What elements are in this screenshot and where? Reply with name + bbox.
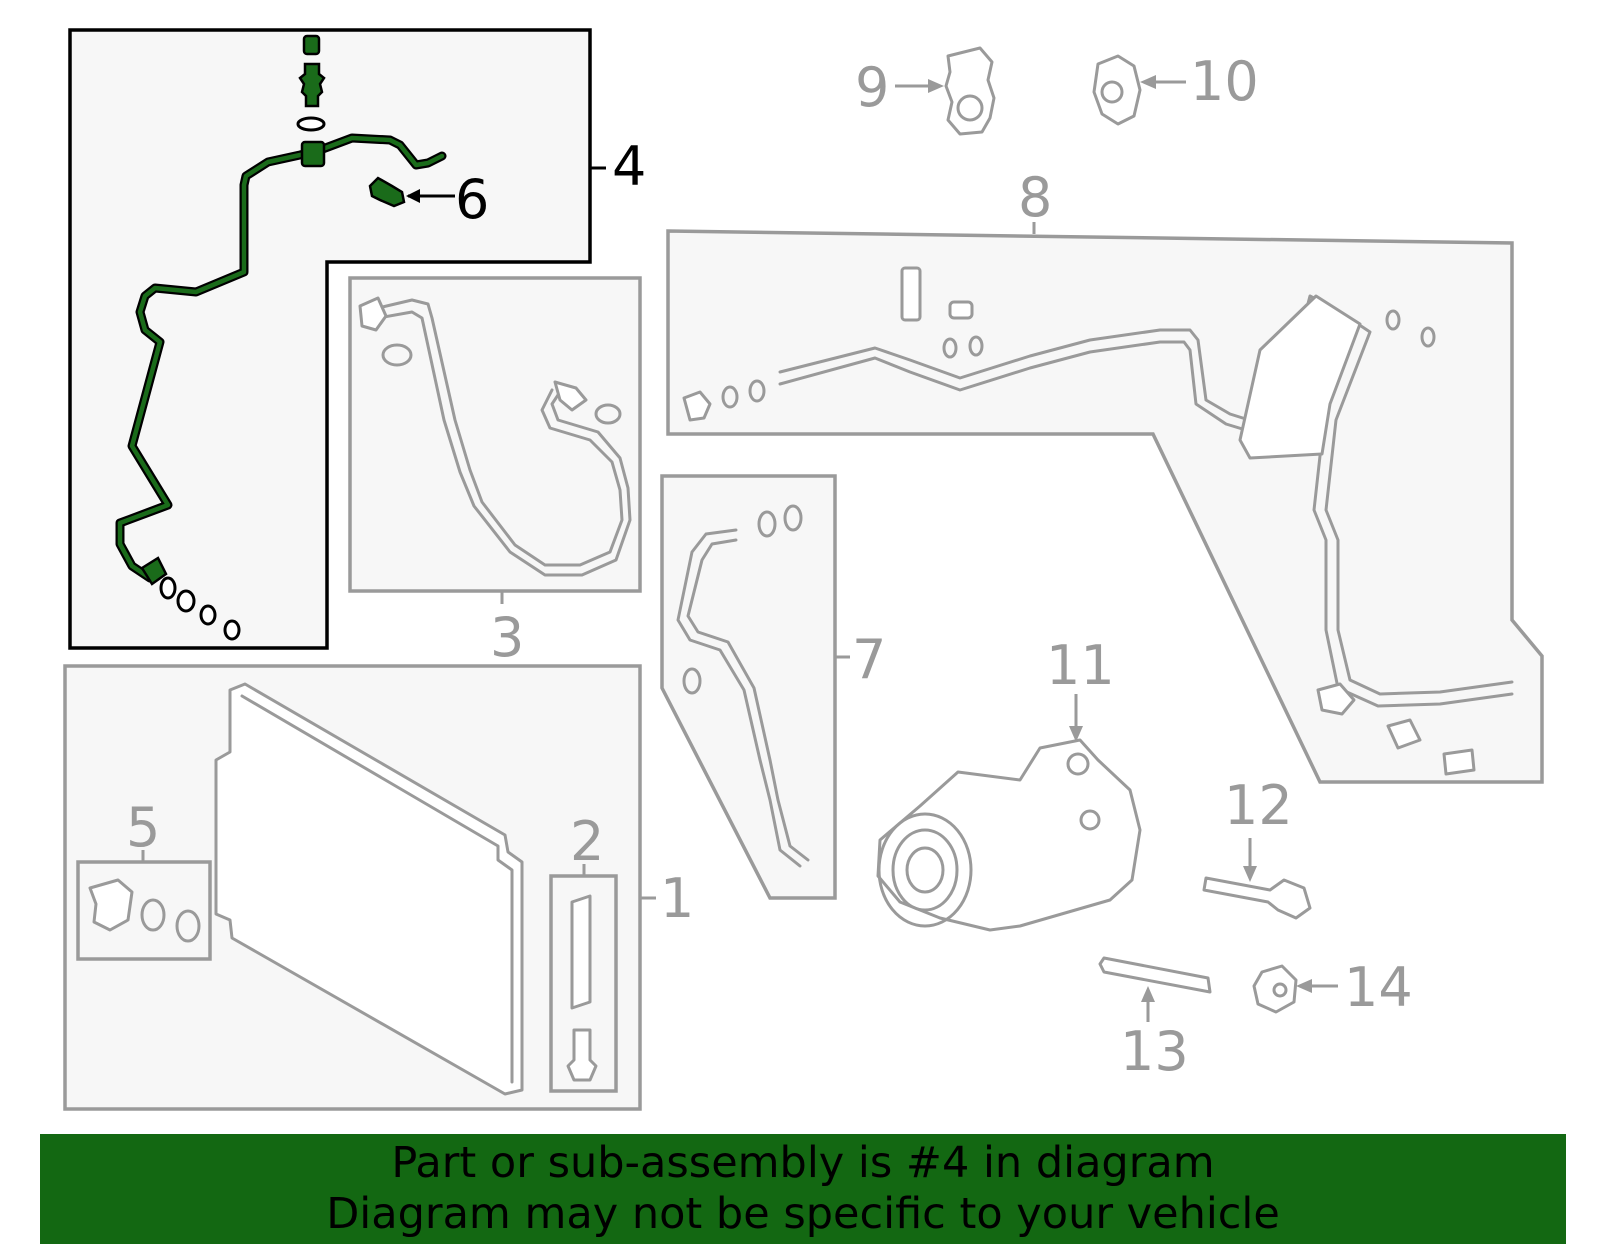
clip-8c [1386, 718, 1422, 750]
condenser-1-edge [240, 694, 514, 1084]
hose-7 [676, 528, 802, 868]
clip-8b [1316, 682, 1356, 716]
o-ring-8f [1420, 326, 1436, 348]
evaporator-bracket-8 [1238, 294, 1362, 460]
part-group-9[interactable]: 9 [855, 46, 996, 136]
o-ring-3b [594, 403, 622, 425]
callout-13: 13 [1120, 1020, 1189, 1083]
o-ring-8a [721, 385, 739, 409]
o-ring-top [296, 116, 326, 132]
o-ring-8b [748, 379, 766, 403]
o-ring-7a [757, 510, 777, 538]
service-valve [298, 62, 326, 108]
compressor-port-a [1066, 752, 1090, 776]
part-group-8[interactable]: 8 [666, 166, 1544, 784]
arrow-10 [1140, 75, 1156, 89]
compressor-pulley-inner [905, 846, 945, 894]
banner-line-1: Part or sub-assembly is #4 in diagram [391, 1138, 1215, 1188]
hose-3-fitting-a [358, 296, 388, 332]
o-ring-8c [942, 337, 958, 359]
arrow-9 [928, 79, 944, 93]
banner-line-2: Diagram may not be specific to your vehi… [326, 1189, 1280, 1239]
callout-5: 5 [126, 796, 160, 859]
callout-11: 11 [1046, 634, 1115, 697]
part-box-3 [348, 276, 642, 593]
part-group-7[interactable]: 7 [660, 474, 886, 900]
callout-3: 3 [490, 606, 524, 669]
service-valve-cap [302, 34, 321, 56]
o-ring-7b [783, 504, 803, 532]
callout-7: 7 [852, 628, 886, 691]
part-box-4 [68, 28, 592, 650]
callout-4: 4 [612, 135, 646, 198]
part-group-2[interactable]: 2 [549, 810, 618, 1093]
callout-8: 8 [1018, 166, 1052, 229]
part-group-11[interactable]: 11 [876, 634, 1142, 932]
arrow-6 [406, 189, 420, 203]
callout-9: 9 [855, 56, 889, 119]
condenser-1 [214, 682, 524, 1096]
hose-7-inner [686, 538, 810, 862]
callout-2: 2 [570, 810, 604, 873]
hose-4-block [300, 140, 326, 168]
hose-4-end-fitting [140, 556, 168, 586]
callout-1: 1 [660, 867, 694, 930]
valve-9-detail [956, 94, 984, 122]
o-ring-7c [682, 667, 702, 695]
clip-8a [682, 390, 712, 422]
cap-8 [948, 300, 974, 320]
compressor-port-b [1079, 809, 1101, 831]
callout-14: 14 [1344, 956, 1413, 1019]
nut-14-hole [1272, 982, 1288, 998]
o-ring-5a [140, 898, 166, 932]
hose-3 [376, 298, 624, 567]
part-group-12[interactable]: 12 [1202, 774, 1312, 920]
valve-10-detail [1100, 80, 1124, 104]
pressure-sensor-6 [368, 176, 406, 208]
compressor-pulley-mid [891, 828, 959, 912]
drier-plug-2 [566, 1028, 598, 1082]
arrow-12 [1243, 866, 1257, 882]
o-ring-8d [968, 335, 984, 357]
hose-4 [117, 135, 445, 581]
callout-12: 12 [1224, 774, 1293, 837]
part-box-7 [660, 474, 837, 900]
callout-6: 6 [455, 168, 489, 231]
receiver-8 [900, 266, 922, 322]
stud-13 [1098, 956, 1212, 994]
compressor-pulley-outer [877, 812, 973, 928]
part-group-4[interactable]: 6 4 [68, 28, 646, 650]
arrow-11 [1069, 726, 1083, 742]
bolt-12 [1202, 876, 1312, 920]
o-ring-3 [199, 604, 217, 626]
receiver-dryer-2 [570, 894, 592, 1010]
part-group-3[interactable]: 3 [348, 276, 642, 669]
part-group-14[interactable]: 14 [1252, 956, 1413, 1019]
info-banner: Part or sub-assembly is #4 in diagram Di… [40, 1134, 1566, 1244]
o-ring-3a [381, 343, 413, 367]
arrow-13 [1141, 986, 1155, 1002]
o-ring-1 [159, 576, 177, 600]
arrow-14 [1296, 979, 1312, 993]
callout-10: 10 [1190, 50, 1259, 113]
part-group-13[interactable]: 13 [1098, 956, 1212, 1083]
bracket-5 [88, 878, 134, 932]
part-group-5[interactable]: 5 [76, 796, 212, 961]
part-group-1[interactable]: 1 [63, 664, 694, 1111]
valve-10 [1092, 54, 1142, 126]
hose-3-inner [376, 310, 632, 577]
compressor-11 [876, 738, 1142, 932]
o-ring-5b [175, 909, 201, 943]
clip-8d [1442, 748, 1476, 776]
o-ring-4 [223, 619, 241, 641]
hose-3-fitting-b [553, 380, 588, 412]
part-group-10[interactable]: 10 [1092, 50, 1259, 126]
o-ring-8e [1385, 309, 1401, 331]
o-ring-2 [176, 589, 196, 613]
